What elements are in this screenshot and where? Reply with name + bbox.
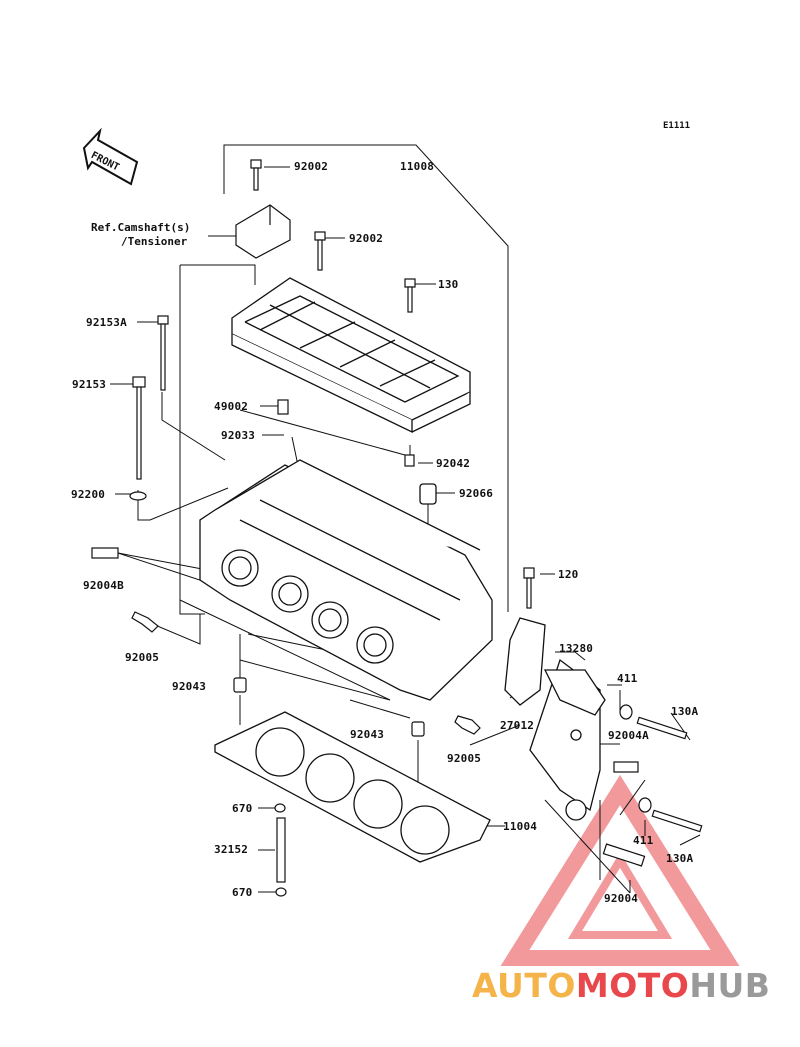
part-label-670[interactable]: 670 [232,886,253,899]
camshaft-holder [231,277,471,434]
tensioner-cover [235,204,291,259]
engine-bracket [504,617,606,821]
part-label-11008[interactable]: 11008 [400,160,435,173]
bolts [91,159,703,897]
front-arrow-icon [82,127,139,186]
part-label-92004A[interactable]: 92004A [608,729,649,742]
part-label-49002[interactable]: 49002 [214,400,249,413]
part-label-130[interactable]: 130 [438,278,459,291]
cylinder-head [199,459,493,701]
ref-note-line2: /Tensioner [121,235,188,248]
ref-note-line1: Ref.Camshaft(s) [91,221,191,234]
watermark-part1: AUTO [472,966,576,1005]
part-label-411[interactable]: 411 [633,834,654,847]
part-label-411[interactable]: 411 [617,672,638,685]
ref-camshaft-note: Ref.Camshaft(s) /Tensioner [91,221,190,249]
part-label-92004[interactable]: 92004 [604,892,639,905]
part-label-92043[interactable]: 92043 [350,728,385,741]
part-label-92153[interactable]: 92153 [72,378,107,391]
watermark-part3: HUB [689,966,771,1005]
part-label-92153A[interactable]: 92153A [86,316,127,329]
part-label-92004B[interactable]: 92004B [83,579,124,592]
part-label-92200[interactable]: 92200 [71,488,106,501]
part-label-32152[interactable]: 32152 [214,843,249,856]
part-label-130A[interactable]: 130A [671,705,699,718]
part-label-11004[interactable]: 11004 [503,820,538,833]
part-label-92033[interactable]: 92033 [221,429,256,442]
part-label-92005[interactable]: 92005 [125,651,160,664]
watermark-triangle [500,774,740,966]
head-gasket [214,711,491,863]
part-label-92002[interactable]: 92002 [349,232,384,245]
part-label-670[interactable]: 670 [232,802,253,815]
part-label-92066[interactable]: 92066 [459,487,494,500]
watermark-logo: AUTOMOTOHUB [472,966,770,1005]
part-label-92043[interactable]: 92043 [172,680,207,693]
part-label-92002[interactable]: 92002 [294,160,329,173]
part-label-120[interactable]: 120 [558,568,579,581]
part-label-92042[interactable]: 92042 [436,457,471,470]
part-label-27012[interactable]: 27012 [500,719,535,732]
part-label-92005[interactable]: 92005 [447,752,482,765]
diagram-code: E1111 [663,121,691,131]
part-label-130A[interactable]: 130A [666,852,694,865]
watermark-part2: MOTO [575,966,690,1005]
part-label-13280[interactable]: 13280 [559,642,594,655]
